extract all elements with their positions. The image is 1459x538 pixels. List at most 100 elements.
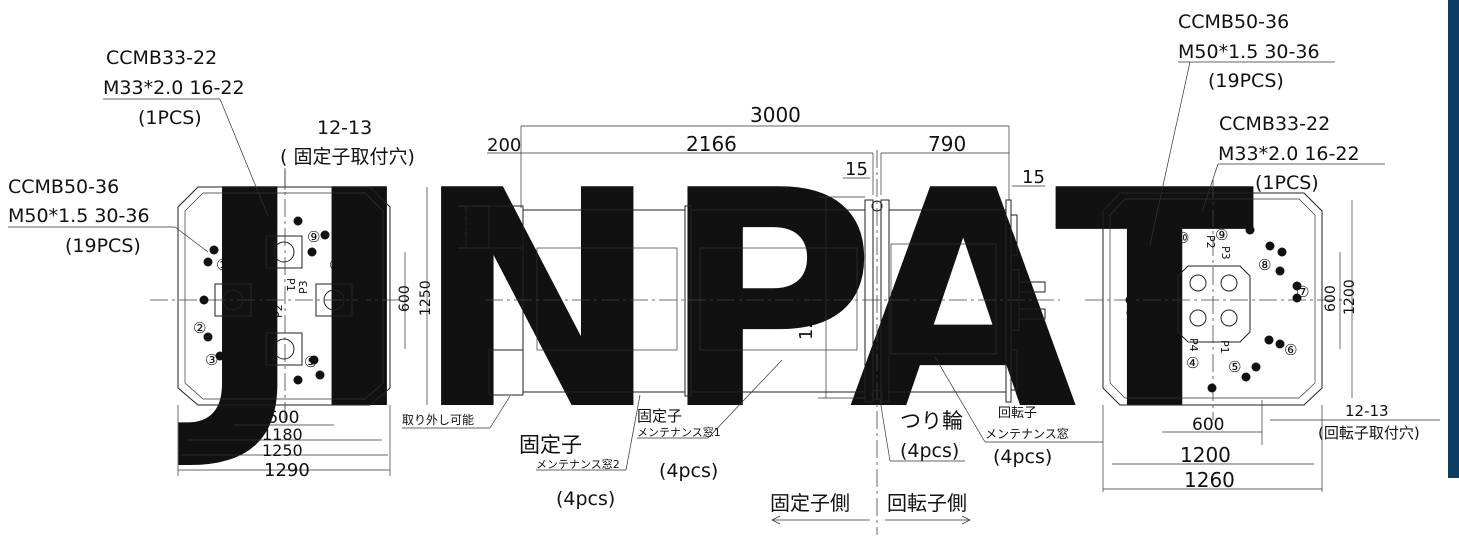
left-mount-hole-callout: 12-13 ( 固定子取付穴): [280, 117, 415, 190]
left-port-p1: P1: [265, 235, 303, 292]
svg-text:600: 600: [1323, 285, 1339, 312]
svg-text:⑤: ⑤: [304, 353, 317, 371]
right-mount-hole-callout: 12-13 (回転子取付穴): [1261, 400, 1440, 445]
svg-text:15: 15: [845, 159, 868, 180]
dim-280: 280: [457, 213, 477, 245]
svg-text:(4pcs): (4pcs): [993, 446, 1052, 468]
svg-text:回転子: 回転子: [998, 406, 1037, 421]
svg-text:P2: P2: [272, 304, 285, 318]
svg-text:⑥: ⑥: [1284, 341, 1297, 359]
dim-1290-height: 1290: [796, 294, 817, 340]
svg-text:回転子側: 回転子側: [887, 491, 967, 515]
right-end-view: P1 P2 P3 P4 ① ② ③ ⑥ ⑦ ⑧ ⑨ ⑩ ⑤: [1085, 11, 1440, 492]
left-port-p4: P4: [214, 283, 264, 317]
watermark-text: JINPAT: [177, 127, 1257, 476]
svg-text:15: 15: [1022, 167, 1045, 188]
stator-window-2: [699, 247, 858, 351]
svg-text:CCMB50-36: CCMB50-36: [8, 176, 119, 198]
svg-text:P4: P4: [1187, 338, 1200, 352]
svg-text:M33*2.0 16-22: M33*2.0 16-22: [103, 77, 245, 99]
right-plate-outline: [1102, 192, 1323, 406]
lifting-ring-callout: つり輪 (4pcs): [879, 399, 965, 462]
svg-text:④: ④: [237, 359, 250, 377]
sidebar-accent-bar: [1448, 0, 1459, 478]
svg-text:つり輪: つり輪: [900, 409, 963, 433]
stator-window1-callout: 固定子 メンテナンス窓1 (4pcs): [637, 359, 783, 482]
stator-window2-callout: 固定子 メンテナンス窓2 (4pcs): [519, 394, 641, 510]
rotor-window: [890, 243, 997, 355]
right-gland-small-callout: CCMB33-22 M33*2.0 16-22 (1PCS): [1201, 113, 1385, 213]
svg-text:12-13: 12-13: [317, 117, 372, 139]
svg-text:1290: 1290: [264, 460, 310, 481]
svg-text:取り外し可能: 取り外し可能: [402, 413, 474, 427]
right-channel-numbers: ① ② ③ ⑥ ⑦ ⑧ ⑨ ⑩ ⑤ ④: [1131, 226, 1309, 376]
svg-text:P3: P3: [297, 280, 310, 294]
svg-text:⑤: ⑤: [1228, 358, 1241, 376]
left-plate-inner: [184, 192, 384, 400]
right-plate-inner: [1109, 198, 1316, 399]
left-channel-numbers: ① ② ③ ④ ⑤ ⑥ ⑦ ⑧ ⑨ ⑩: [193, 228, 369, 377]
svg-text:②: ②: [193, 319, 206, 337]
svg-text:(19PCS): (19PCS): [1208, 70, 1284, 92]
right-dims-right: 600 1200: [1323, 200, 1358, 398]
svg-text:600: 600: [397, 285, 413, 312]
left-gland-dots: [199, 214, 367, 386]
svg-text:P3: P3: [1219, 246, 1232, 260]
svg-text:600: 600: [267, 408, 299, 428]
left-port-p2: P2: [265, 304, 303, 366]
svg-text:⑧: ⑧: [1258, 256, 1271, 274]
svg-text:⑦: ⑦: [1296, 283, 1309, 301]
left-end-view: P1 P4 P3 P2: [8, 47, 434, 481]
svg-text:1180: 1180: [262, 425, 303, 444]
svg-text:メンテナンス窓: メンテナンス窓: [985, 426, 1069, 441]
svg-text:M50*1.5 30-36: M50*1.5 30-36: [1178, 41, 1320, 63]
left-dims-bottom: 600 1180 1250 1290: [177, 405, 391, 481]
svg-text:1260: 1260: [1184, 468, 1235, 492]
svg-text:固定子: 固定子: [519, 433, 582, 457]
stator-end-flange: [864, 199, 874, 403]
left-gland-small-callout: CCMB33-22 M33*2.0 16-22 (1PCS): [103, 47, 269, 217]
svg-text:固定子側: 固定子側: [770, 491, 850, 515]
svg-text:メンテナンス窓1: メンテナンス窓1: [637, 425, 721, 439]
svg-text:1250: 1250: [262, 441, 303, 460]
svg-text:( 固定子取付穴): ( 固定子取付穴): [280, 146, 415, 168]
svg-text:790: 790: [928, 132, 966, 156]
right-dims-bottom: 600 1200 1260: [1102, 405, 1323, 492]
svg-text:③: ③: [1131, 350, 1144, 368]
svg-text:①: ①: [1144, 257, 1157, 275]
left-plate-outline: [177, 186, 391, 406]
svg-text:(4pcs): (4pcs): [900, 440, 959, 462]
svg-text:CCMB50-36: CCMB50-36: [1178, 11, 1289, 33]
rotor-connectors: [1010, 214, 1046, 391]
svg-text:(4pcs): (4pcs): [556, 488, 615, 510]
svg-text:M33*2.0 16-22: M33*2.0 16-22: [1218, 143, 1360, 165]
svg-text:1250: 1250: [418, 280, 434, 316]
center-dims-top: 3000 2166 790 200 15 15: [487, 103, 1045, 208]
svg-text:メンテナンス窓2: メンテナンス窓2: [536, 457, 620, 471]
svg-text:⑦: ⑦: [355, 263, 368, 281]
svg-text:1200: 1200: [1342, 279, 1358, 315]
right-gland-dots: [1125, 212, 1302, 393]
svg-text:⑧: ⑧: [329, 256, 342, 274]
svg-text:P1: P1: [1218, 340, 1231, 354]
removable-note: 取り外し可能: [402, 395, 511, 429]
svg-text:CCMB33-22: CCMB33-22: [106, 47, 217, 69]
svg-text:P1: P1: [284, 278, 297, 292]
svg-text:③: ③: [205, 351, 218, 369]
stator-window-1: [536, 247, 678, 351]
left-dims-right: 600 1250: [397, 187, 434, 405]
svg-text:固定子: 固定子: [637, 407, 682, 425]
lifting-ring-top: [871, 200, 883, 212]
svg-text:200: 200: [487, 135, 521, 156]
svg-text:②: ②: [1138, 302, 1151, 320]
svg-text:⑩: ⑩: [224, 228, 237, 246]
lifting-ring-bottom: [871, 389, 883, 401]
svg-text:600: 600: [1192, 415, 1224, 435]
svg-text:⑨: ⑨: [307, 228, 320, 246]
right-gland-large-callout: CCMB50-36 M50*1.5 30-36 (19PCS): [1149, 11, 1335, 246]
rotor-window-callout: 回転子 メンテナンス窓 (4pcs): [934, 356, 1103, 468]
svg-text:(回転子取付穴): (回転子取付穴): [1318, 424, 1420, 442]
svg-text:(19PCS): (19PCS): [65, 235, 141, 257]
svg-text:3000: 3000: [750, 103, 801, 127]
